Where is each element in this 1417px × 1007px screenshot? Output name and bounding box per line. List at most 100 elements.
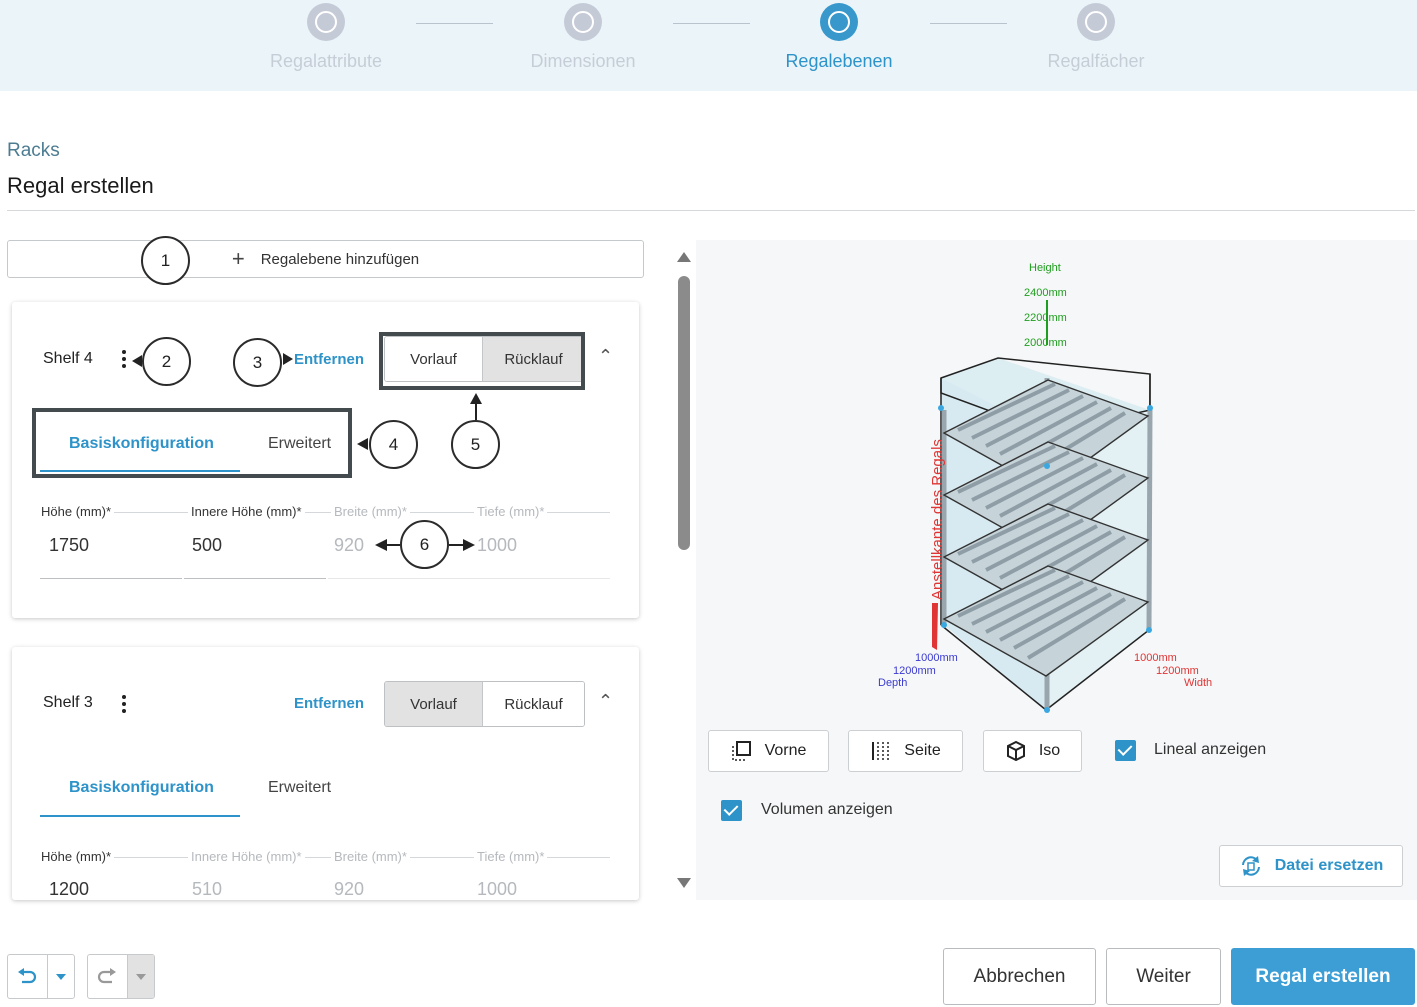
field-label: Innere Höhe (mm)* (188, 849, 305, 864)
callout-2: 2 (142, 337, 191, 386)
add-level-label: Regalebene hinzufügen (260, 250, 420, 268)
height-title: Height (1029, 262, 1061, 274)
view-front-button[interactable]: Vorne (708, 730, 829, 772)
show-volume-checkbox[interactable] (721, 800, 742, 821)
chevron-down-icon (55, 973, 66, 980)
show-volume-label: Volumen anzeigen (761, 801, 893, 818)
step-connector (673, 23, 750, 24)
step-label: Regalfächer (1047, 51, 1145, 71)
cancel-button[interactable]: Abbrechen (943, 948, 1096, 1005)
step-label: Regalattribute (269, 51, 383, 71)
shelf-name: Shelf 3 (43, 694, 93, 711)
field-label: Breite (mm)* (331, 849, 410, 864)
replace-file-button[interactable]: Datei ersetzen (1219, 845, 1403, 887)
depth-title: Depth (878, 677, 907, 689)
next-button[interactable]: Weiter (1106, 948, 1221, 1005)
page-title: Regal erstellen (7, 173, 154, 198)
step-regalfaecher[interactable]: Regalfächer (966, 0, 1226, 72)
step-dimensionen[interactable]: Dimensionen (453, 0, 713, 72)
undo-dropdown-button[interactable] (46, 955, 74, 998)
callout-1: 1 (141, 236, 190, 285)
highlight-tabs (32, 408, 352, 478)
height-input[interactable]: 1200 (49, 879, 90, 899)
redo-icon (98, 967, 117, 983)
redo-group (87, 954, 155, 999)
create-rack-button[interactable]: Regal erstellen (1231, 948, 1415, 1005)
remove-shelf-button[interactable]: Entfernen (294, 695, 365, 712)
step-label: Dimensionen (530, 51, 636, 71)
step-circle-icon (820, 3, 858, 41)
height-input[interactable]: 1750 (49, 535, 90, 555)
width-input: 920 (334, 535, 365, 555)
view-side-label: Seite (904, 742, 941, 759)
field-group-border (40, 512, 610, 513)
redo-button[interactable] (88, 955, 127, 998)
depth-input: 1000 (477, 879, 518, 899)
scrollbar-thumb[interactable] (678, 276, 690, 550)
field-label: Breite (mm)* (331, 504, 410, 519)
undo-button[interactable] (8, 955, 47, 998)
step-regalebenen[interactable]: Regalebenen (709, 0, 969, 72)
callout-4: 4 (369, 420, 418, 469)
more-options-icon[interactable] (122, 695, 128, 716)
tab-basiskonfiguration[interactable]: Basiskonfiguration (69, 779, 214, 796)
undo-group (7, 954, 75, 999)
step-circle-icon (564, 3, 602, 41)
cube-icon (1006, 740, 1025, 762)
direction-option-vorlauf[interactable]: Vorlauf (385, 337, 482, 381)
tab-erweitert[interactable]: Erweitert (268, 779, 332, 796)
callout-6: 6 (400, 520, 449, 569)
step-connector (416, 23, 493, 24)
show-ruler-checkbox[interactable] (1115, 740, 1136, 761)
scroll-down-arrow-icon[interactable] (677, 878, 691, 888)
collapse-chevron-icon[interactable]: ⌃ (598, 346, 614, 366)
divider (7, 210, 1415, 211)
direction-option-vorlauf[interactable]: Vorlauf (385, 682, 482, 726)
depth-mark: 1200mm (893, 665, 936, 677)
depth-mark: 1000mm (915, 652, 958, 664)
width-title: Width (1184, 677, 1212, 689)
view-front-label: Vorne (764, 742, 807, 759)
width-mark: 1200mm (1156, 665, 1199, 677)
view-side-button[interactable]: Seite (848, 730, 963, 772)
undo-icon (18, 967, 37, 983)
add-level-button[interactable]: + Regalebene hinzufügen (7, 240, 644, 278)
redo-dropdown-button[interactable] (126, 955, 154, 998)
field-underline (184, 578, 326, 579)
tab-underline (40, 470, 240, 472)
step-regalattribute[interactable]: Regalattribute (196, 0, 456, 72)
breadcrumb-racks[interactable]: Racks (7, 140, 60, 161)
collapse-chevron-icon[interactable]: ⌃ (598, 691, 614, 711)
field-label: Höhe (mm)* (38, 849, 115, 864)
rack-3d-preview[interactable]: Height 2400mm 2200mm 2000mm Anstellkante… (696, 240, 1417, 720)
height-mark: 2400mm (1024, 287, 1067, 299)
replace-file-icon (1241, 856, 1260, 876)
more-options-icon[interactable] (122, 350, 128, 371)
field-underline (40, 578, 182, 579)
callout-5: 5 (451, 420, 500, 469)
inner-height-input[interactable]: 500 (192, 535, 223, 555)
side-view-icon (872, 742, 890, 760)
step-circle-icon (307, 3, 345, 41)
view-iso-label: Iso (1038, 742, 1061, 759)
tab-erweitert[interactable]: Erweitert (268, 435, 332, 452)
scroll-up-arrow-icon[interactable] (677, 252, 691, 262)
direction-toggle: Vorlauf Rücklauf (384, 681, 585, 727)
shelf-card-4: Shelf 4 Entfernen Vorlauf Rücklauf ⌃ Bas… (12, 302, 639, 618)
height-mark: 2000mm (1024, 337, 1067, 349)
tab-basiskonfiguration[interactable]: Basiskonfiguration (69, 435, 214, 452)
view-iso-button[interactable]: Iso (983, 730, 1082, 772)
plus-icon: + (231, 246, 245, 271)
field-label: Höhe (mm)* (38, 504, 115, 519)
remove-shelf-button[interactable]: Entfernen (294, 351, 365, 368)
shelf-name: Shelf 4 (43, 350, 93, 367)
inner-height-input: 510 (192, 879, 223, 899)
direction-option-ruecklauf[interactable]: Rücklauf (482, 337, 584, 381)
chevron-down-icon (135, 973, 146, 980)
step-label: Regalebenen (785, 51, 893, 71)
front-edge-label: Anstellkante des Regals (929, 439, 946, 600)
shelf-card-3: Shelf 3 Entfernen Vorlauf Rücklauf ⌃ Bas… (12, 647, 639, 900)
step-circle-icon (1077, 3, 1115, 41)
callout-3: 3 (233, 338, 282, 387)
direction-option-ruecklauf[interactable]: Rücklauf (482, 682, 584, 726)
